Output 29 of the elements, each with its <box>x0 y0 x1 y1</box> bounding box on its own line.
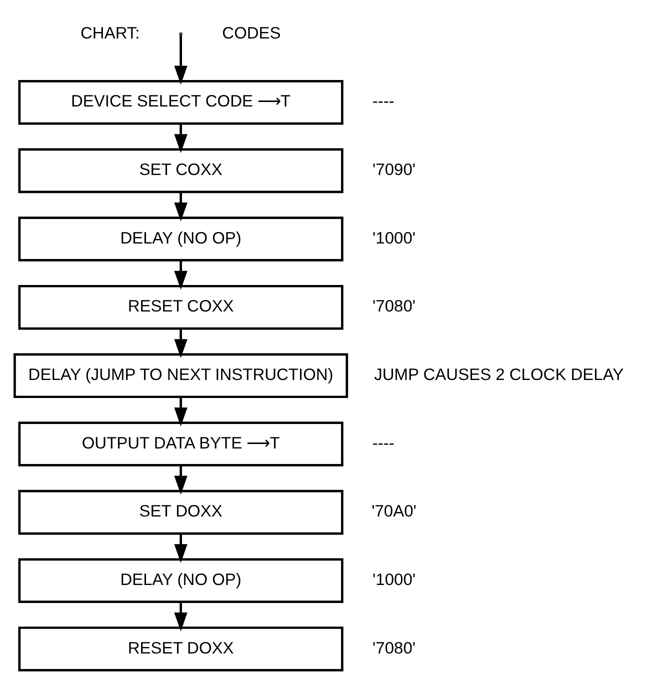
arrow <box>174 124 187 154</box>
node-label: ---- <box>372 92 394 111</box>
node-box: SET COXX <box>18 148 343 194</box>
node-box: DEVICE SELECT CODE ⟶T <box>18 80 343 125</box>
node-box: RESET DOXX <box>18 626 343 672</box>
arrow <box>174 260 187 290</box>
node-label: JUMP CAUSES 2 CLOCK DELAY <box>374 366 624 384</box>
arrow <box>174 192 187 222</box>
arrow <box>174 328 187 358</box>
node-label: '7080' <box>372 298 416 316</box>
node-label: '1000' <box>372 229 416 248</box>
arrow <box>174 602 187 632</box>
node-box: DELAY (NO OP) <box>18 558 343 604</box>
label: CODES <box>222 24 280 42</box>
node-label: '7080' <box>372 639 416 658</box>
node-box: DELAY (JUMP TO NEXT INSTRUCTION) <box>13 353 348 398</box>
arrow <box>174 465 187 495</box>
node-box: RESET COXX <box>18 284 343 330</box>
arrow <box>174 397 187 426</box>
label: CHART: <box>80 24 140 42</box>
node-label: '7090' <box>372 161 416 180</box>
node-label: '70A0' <box>371 502 416 521</box>
node-box: OUTPUT DATA BYTE ⟶T <box>18 422 343 466</box>
node-label: ---- <box>372 434 394 452</box>
arrow <box>174 534 187 563</box>
node-box: DELAY (NO OP) <box>18 216 343 262</box>
node-label: '1000' <box>372 570 416 589</box>
arrow <box>174 35 187 85</box>
node-box: SET DOXX <box>18 490 343 535</box>
